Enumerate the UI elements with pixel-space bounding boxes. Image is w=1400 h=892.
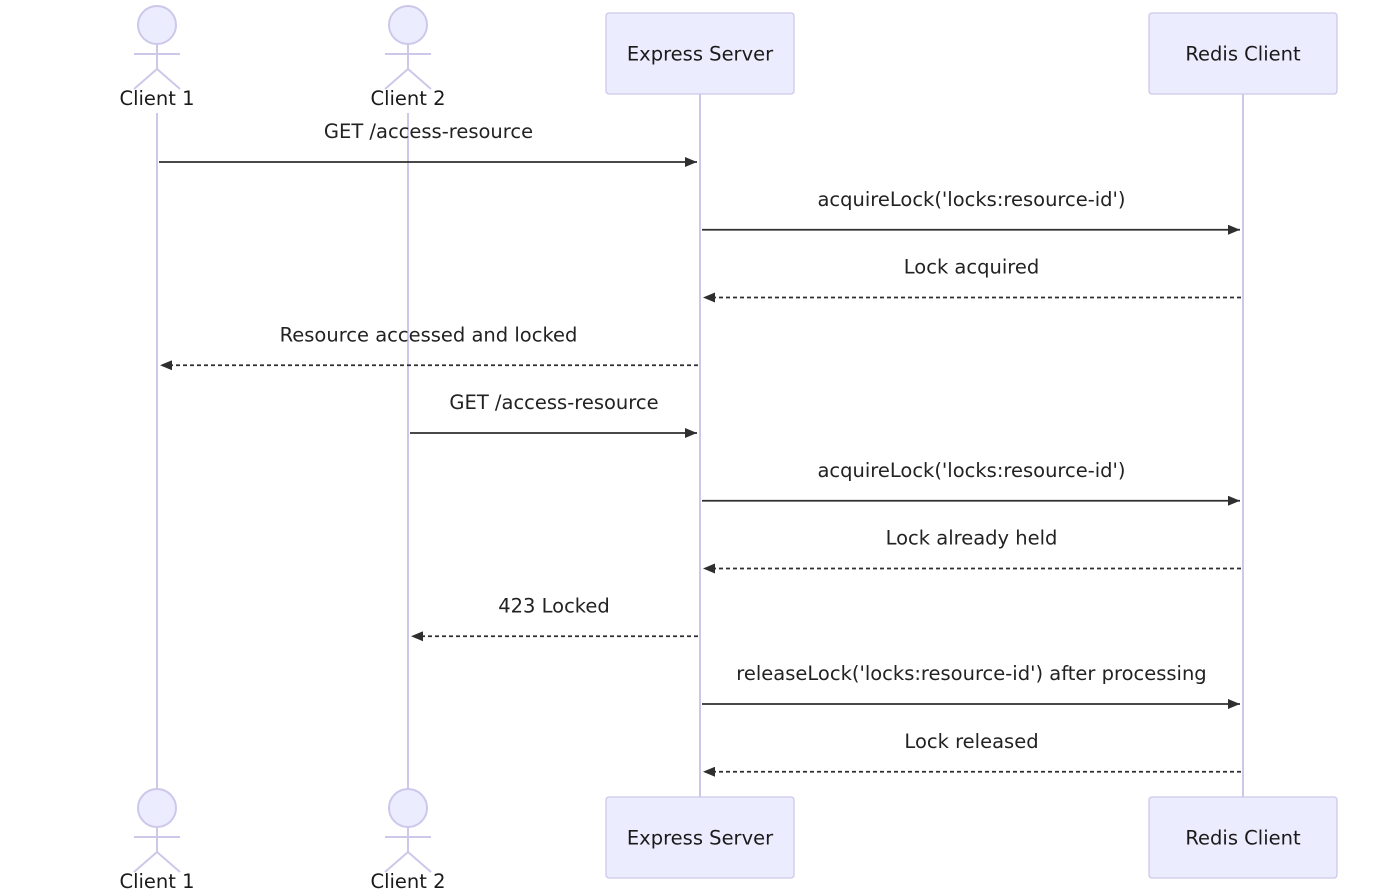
participant-label: Redis Client [1185, 827, 1301, 850]
message-label: Lock released [904, 730, 1038, 753]
message-2[interactable]: acquireLock('locks:resource-id') [702, 188, 1240, 235]
message-label: acquireLock('locks:resource-id') [817, 188, 1125, 211]
message-label: acquireLock('locks:resource-id') [817, 459, 1125, 482]
participant-redis-top[interactable]: Redis Client [1148, 12, 1338, 95]
message-label: releaseLock('locks:resource-id') after p… [736, 662, 1206, 685]
message-5[interactable]: GET /access-resource [410, 391, 697, 438]
participant-label: Client 1 [119, 87, 194, 110]
message-label: 423 Locked [498, 594, 610, 617]
participant-label: Redis Client [1185, 43, 1301, 66]
message-9[interactable]: releaseLock('locks:resource-id') after p… [702, 662, 1240, 709]
participant-box [1148, 12, 1338, 95]
participant-label: Client 2 [370, 870, 445, 892]
message-3[interactable]: Lock acquired [703, 256, 1241, 303]
message-7[interactable]: Lock already held [703, 527, 1241, 574]
participant-client1-bottom[interactable]: Client 1 [119, 788, 195, 892]
message-label: Lock already held [886, 527, 1058, 550]
actor-icon [133, 5, 181, 90]
message-4[interactable]: Resource accessed and locked [160, 323, 698, 371]
message-1[interactable]: GET /access-resource [159, 120, 697, 167]
message-6[interactable]: acquireLock('locks:resource-id') [702, 459, 1240, 506]
message-8[interactable]: 423 Locked [411, 594, 698, 642]
participant-express-top[interactable]: Express Server [605, 12, 795, 95]
participant-label: Express Server [627, 43, 774, 66]
messages: GET /access-resource acquireLock('locks:r… [159, 120, 1241, 777]
message-label: GET /access-resource [449, 391, 658, 414]
actor-icon [384, 5, 432, 90]
actor-icon [133, 788, 181, 873]
participant-client2-top[interactable]: Client 2 [370, 5, 446, 110]
participant-label: Client 2 [370, 87, 445, 110]
participant-box [605, 12, 795, 95]
message-10[interactable]: Lock released [703, 730, 1241, 777]
participant-client1-top[interactable]: Client 1 [119, 5, 195, 110]
participant-express-bottom[interactable]: Express Server [605, 796, 795, 879]
participant-box [605, 796, 795, 879]
participant-label: Express Server [627, 827, 774, 850]
participant-redis-bottom[interactable]: Redis Client [1148, 796, 1338, 879]
message-label: GET /access-resource [324, 120, 533, 143]
message-label: Lock acquired [904, 256, 1039, 279]
participant-label: Client 1 [119, 870, 194, 892]
message-label: Resource accessed and locked [280, 323, 578, 346]
actor-icon [384, 788, 432, 873]
lifelines [156, 94, 1244, 797]
participant-client2-bottom[interactable]: Client 2 [370, 788, 446, 892]
participant-box [1148, 796, 1338, 879]
